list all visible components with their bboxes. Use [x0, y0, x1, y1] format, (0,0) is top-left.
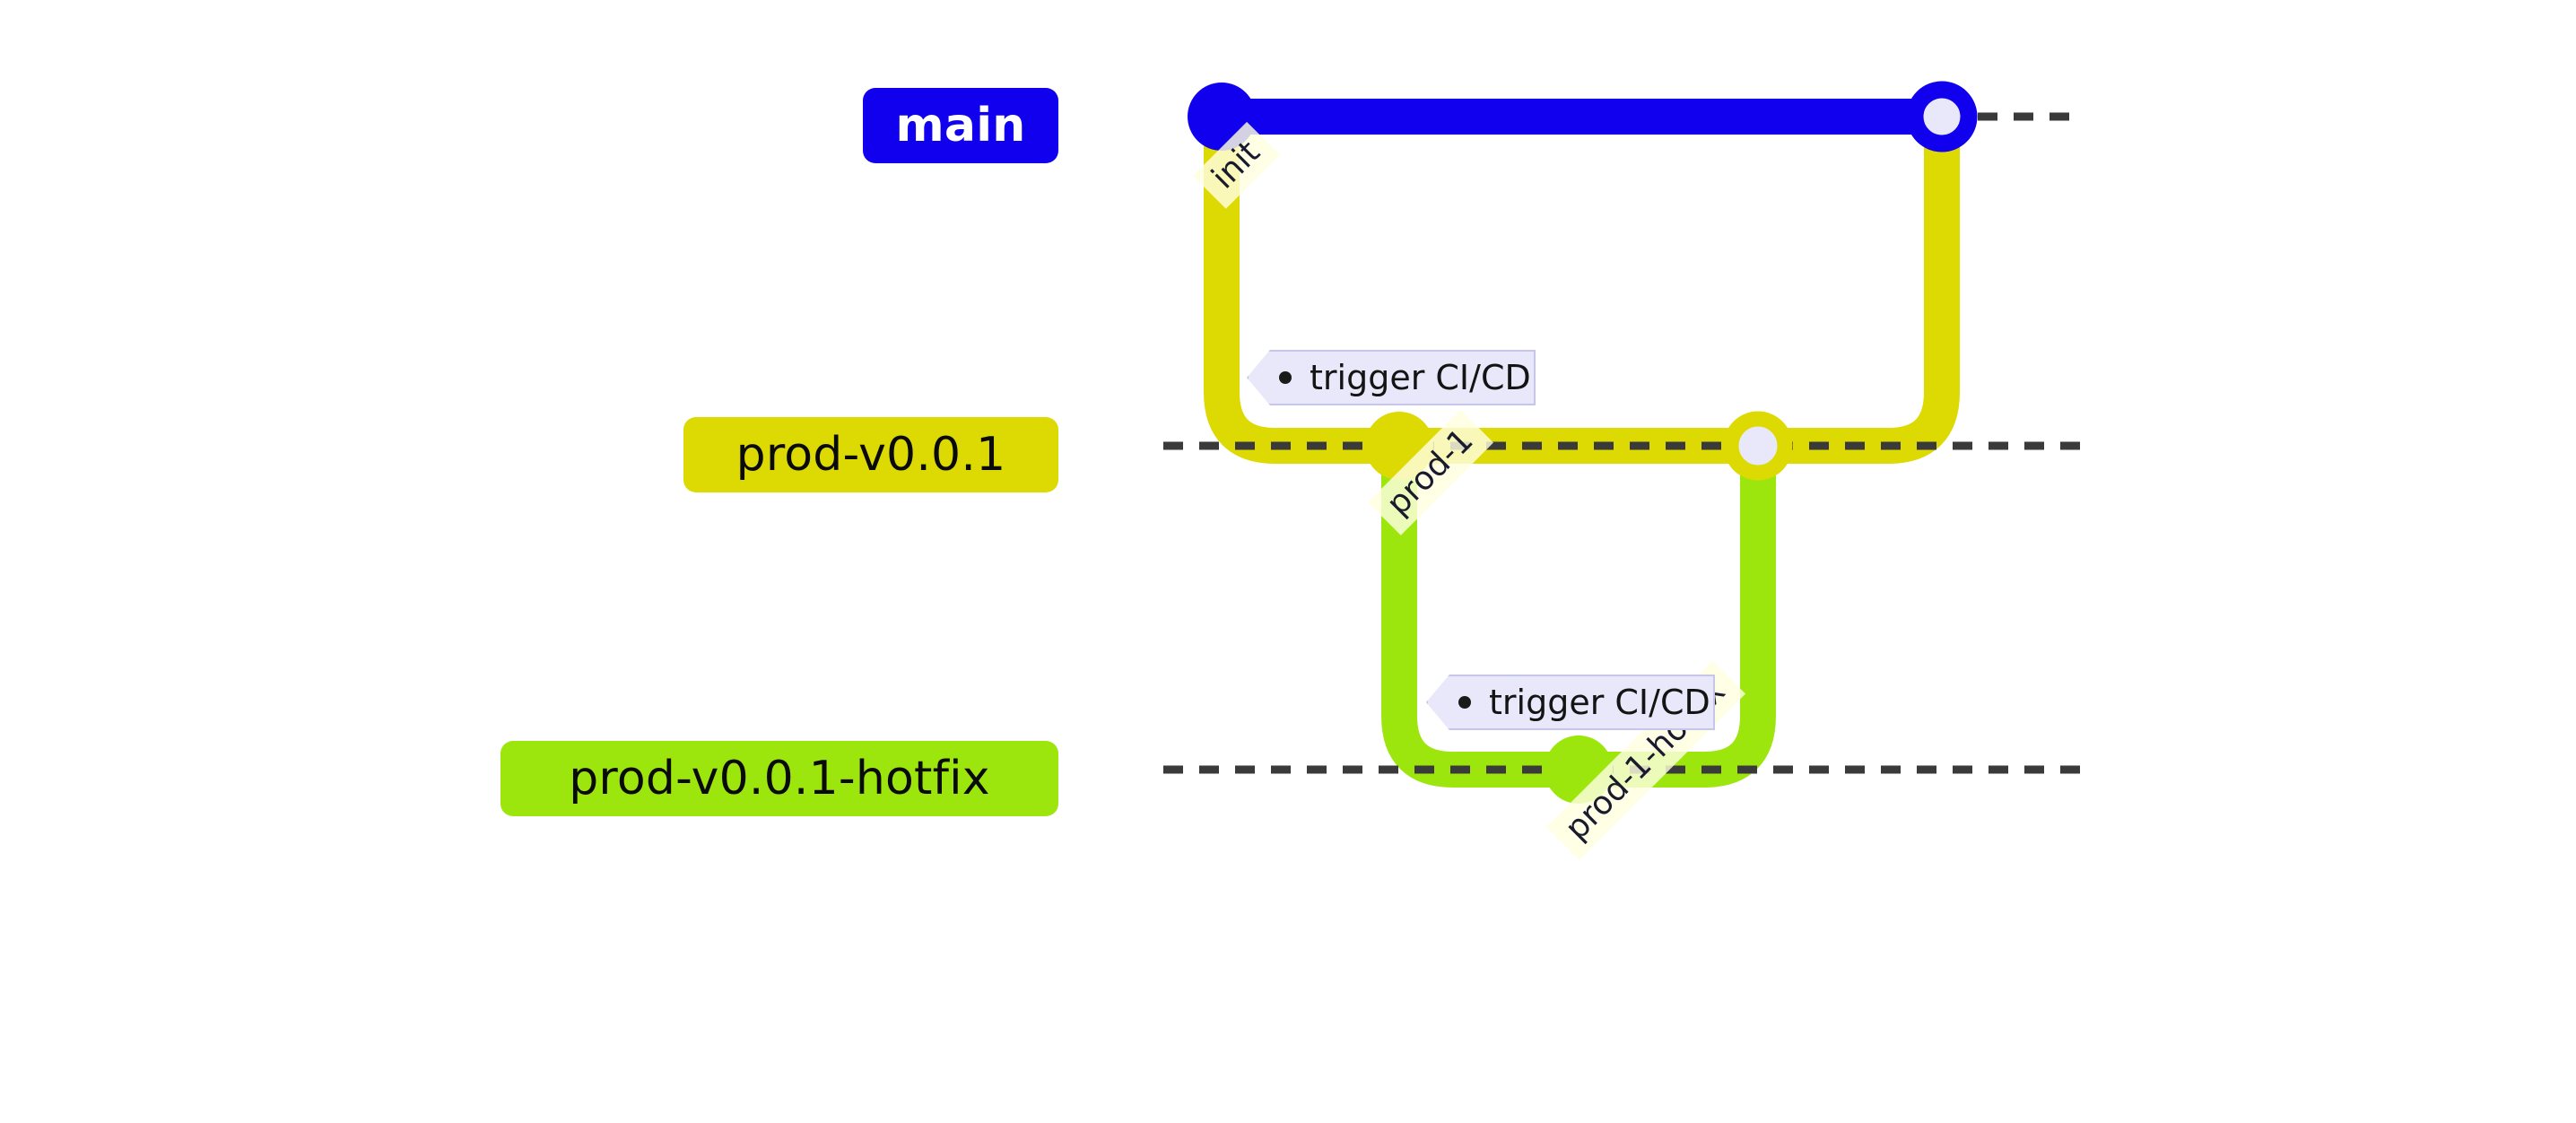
ci-tag-hotfix[interactable]: trigger CI/CD: [1426, 675, 1715, 730]
merge-node-main[interactable]: [1906, 81, 1978, 152]
bullet-icon: [1458, 696, 1471, 709]
branch-badge-prod-v0-0-1-hotfix[interactable]: prod-v0.0.1-hotfix: [500, 741, 1058, 816]
branch-badge-main-label: main: [895, 99, 1026, 152]
bullet-icon: [1279, 371, 1292, 384]
ci-tag-prod[interactable]: trigger CI/CD: [1247, 350, 1536, 405]
branch-path-prod: [1204, 117, 1960, 464]
branch-badge-prod-label: prod-v0.0.1: [735, 428, 1006, 482]
ci-tag-prod-label: trigger CI/CD: [1310, 358, 1531, 397]
branch-badge-prod-v0-0-1[interactable]: prod-v0.0.1: [683, 417, 1058, 492]
ci-tag-hotfix-label: trigger CI/CD: [1489, 683, 1710, 722]
branch-badge-hotfix-label: prod-v0.0.1-hotfix: [569, 752, 990, 805]
merge-node-prod[interactable]: [1723, 411, 1793, 481]
branch-badge-main[interactable]: main: [863, 88, 1058, 163]
